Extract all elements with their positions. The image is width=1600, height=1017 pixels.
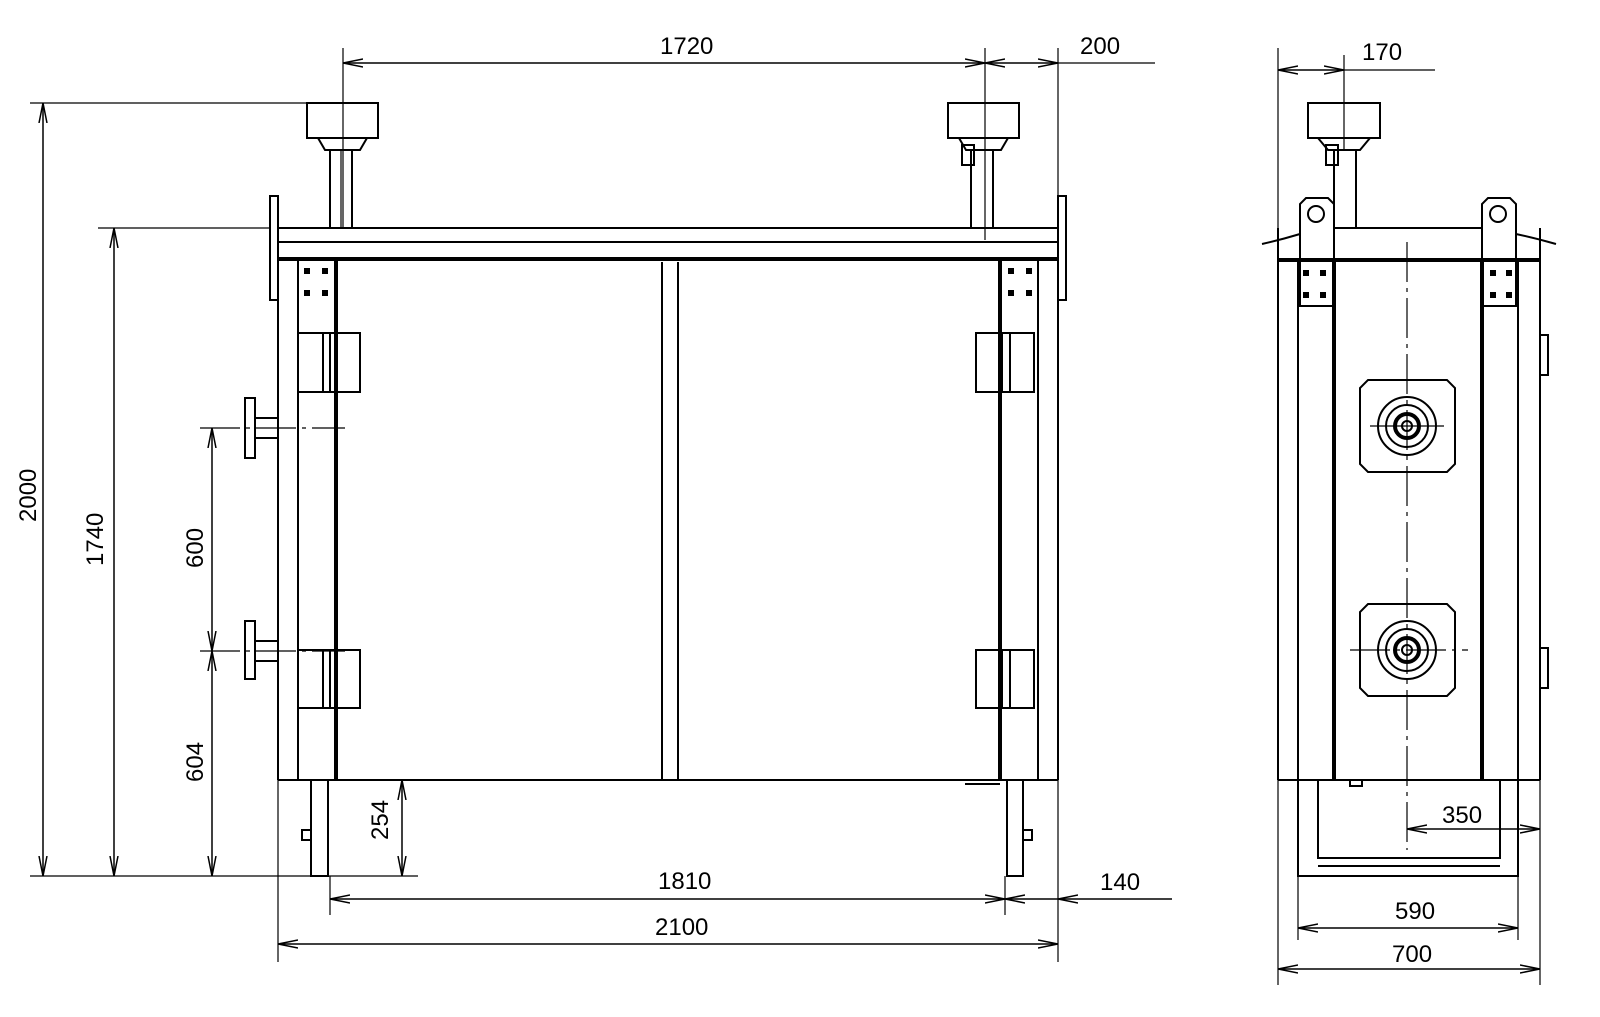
dim-1740: 1740: [82, 513, 109, 566]
hinge: [975, 649, 1035, 709]
dim-254: 254: [367, 800, 394, 840]
hinge: [975, 332, 1035, 393]
flange-lower: [1350, 603, 1468, 697]
lifting-lug: [1299, 197, 1335, 307]
hinge: [297, 332, 361, 393]
dim-1810: 1810: [658, 868, 711, 895]
dim-200: 200: [1080, 33, 1120, 60]
dim-1720: 1720: [660, 33, 713, 60]
dim-350: 350: [1442, 802, 1482, 829]
dim-2000: 2000: [15, 469, 42, 522]
flange-upper: [1359, 379, 1456, 473]
side-dimensions: 170 350 590 700: [1277, 39, 1541, 985]
dim-2100: 2100: [655, 914, 708, 941]
dim-600: 600: [182, 528, 209, 568]
hinge: [297, 649, 361, 709]
side-view: [1261, 102, 1557, 877]
dim-170: 170: [1362, 39, 1402, 66]
dim-700: 700: [1392, 941, 1432, 968]
front-dimensions: 1720 200 2000 1740 600 604 254 1810 140 …: [15, 33, 1172, 962]
nozzle-lower: [200, 620, 345, 680]
dim-604: 604: [182, 742, 209, 782]
top-support-right: [947, 102, 1020, 229]
nozzle-upper: [200, 397, 345, 459]
lifting-lug: [1481, 197, 1517, 307]
dim-590: 590: [1395, 898, 1435, 925]
front-view: [200, 102, 1067, 877]
dim-140: 140: [1100, 869, 1140, 896]
